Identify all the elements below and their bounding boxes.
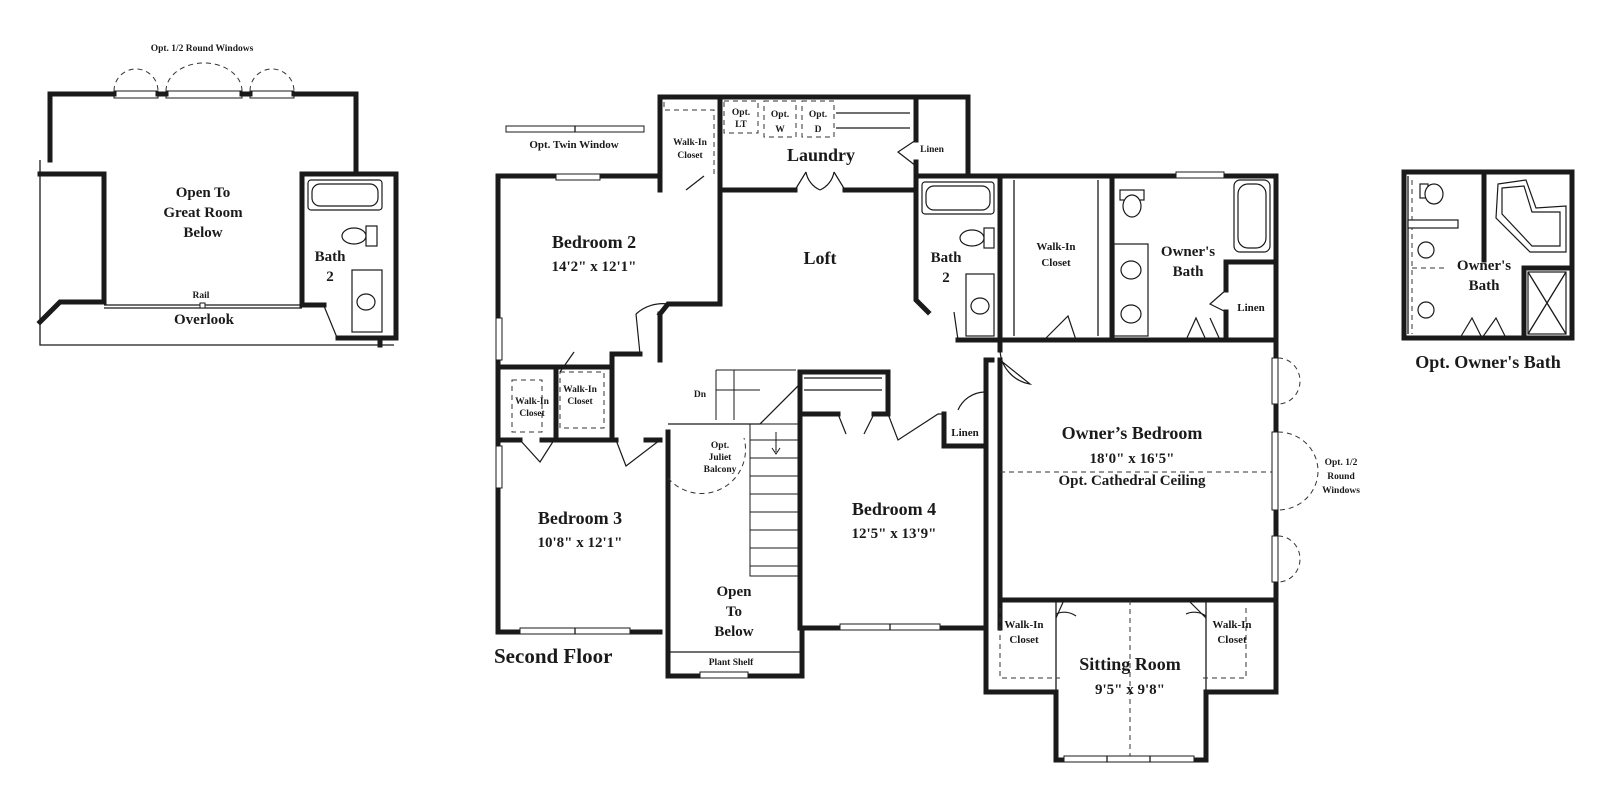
opt-d-label-1: Opt.	[809, 110, 827, 120]
opt-owners-bath-title: Opt. Owner's Bath	[1415, 352, 1561, 372]
opt-lt-label-2: LT	[735, 120, 747, 130]
stair-down-label: Dn	[694, 390, 707, 400]
round-window-1	[113, 90, 159, 99]
owners-bath-linen-label: Linen	[1237, 302, 1265, 314]
opt-d-label-2: D	[815, 125, 822, 135]
bedroom3-dims: 10'8" x 12'1"	[538, 535, 623, 551]
alt-owners-bath-plan: Owner's Bath Opt. Owner's Bath	[1401, 169, 1575, 372]
bedroom4-linen-label: Linen	[951, 427, 979, 439]
walkin-a-label-2: Closet	[519, 409, 545, 419]
laundry-walkin-label-1: Walk-In	[673, 138, 708, 148]
open-below-label-2: To	[726, 604, 742, 620]
round-windows-label: Opt. 1/2 Round Windows	[151, 44, 254, 54]
owner-walkin-label-2: Closet	[1041, 257, 1071, 269]
bedroom2-name: Bedroom 2	[552, 232, 636, 252]
walkin-b-label-2: Closet	[567, 397, 593, 407]
round-window-2	[165, 90, 243, 99]
sitting-room-name: Sitting Room	[1079, 654, 1181, 674]
plan-title: Second Floor	[494, 644, 612, 668]
great-room-label-2: Great Room	[163, 205, 243, 221]
sitting-walkin-right-1: Walk-In	[1212, 619, 1251, 631]
round-windows-right-2: Round	[1327, 472, 1355, 482]
laundry-walkin-label-2: Closet	[677, 151, 703, 161]
bedroom4-name: Bedroom 4	[852, 499, 936, 519]
twin-window-label: Opt. Twin Window	[529, 139, 618, 151]
open-below-label-1: Open	[716, 584, 752, 600]
round-window-3	[249, 90, 295, 99]
sitting-walkin-left-1: Walk-In	[1004, 619, 1043, 631]
opt-w-box	[763, 100, 797, 138]
alt-owners-bath-label-1: Owner's	[1457, 258, 1511, 274]
toilet-icon	[365, 225, 378, 247]
owners-bath-label-2: Bath	[1173, 264, 1205, 280]
bath2-label-1: Bath	[931, 250, 963, 266]
cathedral-ceiling-label: Opt. Cathedral Ceiling	[1058, 473, 1206, 489]
great-room-label-1: Open To	[176, 185, 231, 201]
sitting-room-dims: 9'5" x 9'8"	[1095, 682, 1165, 698]
owner-walkin-label-1: Walk-In	[1036, 241, 1075, 253]
bedroom3-name: Bedroom 3	[538, 508, 622, 528]
alt-bath2-label-2: 2	[326, 269, 334, 285]
alt-owners-bath-label-2: Bath	[1469, 278, 1501, 294]
owners-bath-label-1: Owner's	[1161, 244, 1215, 260]
loft-label: Loft	[804, 248, 837, 268]
alt-overlook-plan: Opt. 1/2 Round Windows Open To Great Roo…	[36, 44, 399, 348]
juliet-label-1: Opt.	[711, 441, 729, 451]
laundry-linen-label: Linen	[920, 145, 944, 155]
round-windows-right-3: Windows	[1322, 486, 1360, 496]
round-windows-right-1: Opt. 1/2	[1325, 458, 1358, 468]
bedroom2-dims: 14'2" x 12'1"	[552, 259, 637, 275]
overlook-label: Overlook	[174, 312, 235, 328]
laundry-label: Laundry	[787, 145, 855, 165]
sitting-walkin-left-2: Closet	[1009, 634, 1039, 646]
open-below-label-3: Below	[714, 624, 753, 640]
opt-lt-label-1: Opt.	[732, 108, 750, 118]
plant-shelf-label: Plant Shelf	[709, 658, 754, 668]
rail-label: Rail	[193, 291, 210, 301]
opt-d-box	[801, 100, 835, 138]
walkin-a-label-1: Walk-In	[515, 397, 550, 407]
main-floor-plan: Opt. Twin Window	[494, 94, 1360, 763]
sitting-walkin-right-2: Closet	[1217, 634, 1247, 646]
owners-bedroom-name: Owner’s Bedroom	[1062, 423, 1203, 443]
juliet-label-2: Juliet	[709, 453, 733, 463]
bedroom4-dims: 12'5" x 13'9"	[852, 526, 937, 542]
opt-w-label-1: Opt.	[771, 110, 789, 120]
juliet-label-3: Balcony	[704, 465, 737, 475]
opt-lt-box	[723, 100, 759, 134]
walkin-b-label-1: Walk-In	[563, 385, 598, 395]
owners-bedroom-dims: 18'0" x 16'5"	[1090, 451, 1175, 467]
bath2-label-2: 2	[942, 270, 950, 286]
opt-w-label-2: W	[775, 125, 785, 135]
great-room-label-3: Below	[183, 225, 222, 241]
alt-bath2-label-1: Bath	[315, 249, 347, 265]
staircase	[715, 369, 803, 577]
